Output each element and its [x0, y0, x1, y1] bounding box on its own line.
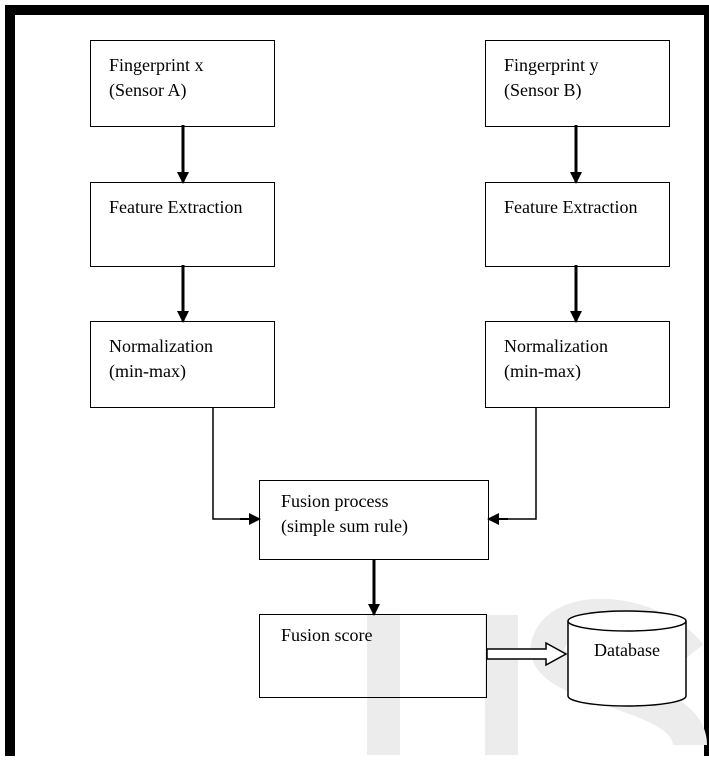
diagram-frame: [5, 5, 709, 756]
normalization-right-line1: Normalization: [504, 336, 608, 356]
watermark-bar-1: [367, 615, 400, 755]
feature-extraction-right-label: Feature Extraction: [504, 197, 638, 217]
feature-extraction-left-box: Feature Extraction: [90, 182, 275, 267]
feature-extraction-right-box: Feature Extraction: [485, 182, 670, 267]
fingerprint-x-line1: Fingerprint x: [109, 55, 204, 75]
arrow-norm-left-to-fusion: [212, 408, 255, 520]
fingerprint-y-box: Fingerprint y (Sensor B): [485, 40, 670, 127]
normalization-right-line2: (min-max): [504, 361, 581, 381]
fingerprint-y-line1: Fingerprint y: [504, 55, 599, 75]
normalization-left-line2: (min-max): [109, 361, 186, 381]
arrow-score-to-database: [486, 641, 568, 667]
arrow-norm-right-to-fusion: [494, 408, 537, 520]
normalization-left-box: Normalization (min-max): [90, 321, 275, 408]
fusion-process-box: Fusion process (simple sum rule): [259, 480, 489, 560]
database-cylinder: [567, 610, 687, 707]
feature-extraction-left-label: Feature Extraction: [109, 197, 243, 217]
fusion-score-label: Fusion score: [281, 625, 373, 645]
normalization-left-line1: Normalization: [109, 336, 213, 356]
fusion-process-line1: Fusion process: [281, 491, 389, 511]
fingerprint-x-line2: (Sensor A): [109, 80, 187, 100]
fusion-process-line2: (simple sum rule): [281, 516, 408, 536]
database-label: Database: [594, 640, 660, 660]
fingerprint-y-line2: (Sensor B): [504, 80, 582, 100]
fingerprint-x-box: Fingerprint x (Sensor A): [90, 40, 275, 127]
fusion-score-box: Fusion score: [259, 614, 487, 698]
normalization-right-box: Normalization (min-max): [485, 321, 670, 408]
watermark-bar-2: [485, 615, 518, 755]
